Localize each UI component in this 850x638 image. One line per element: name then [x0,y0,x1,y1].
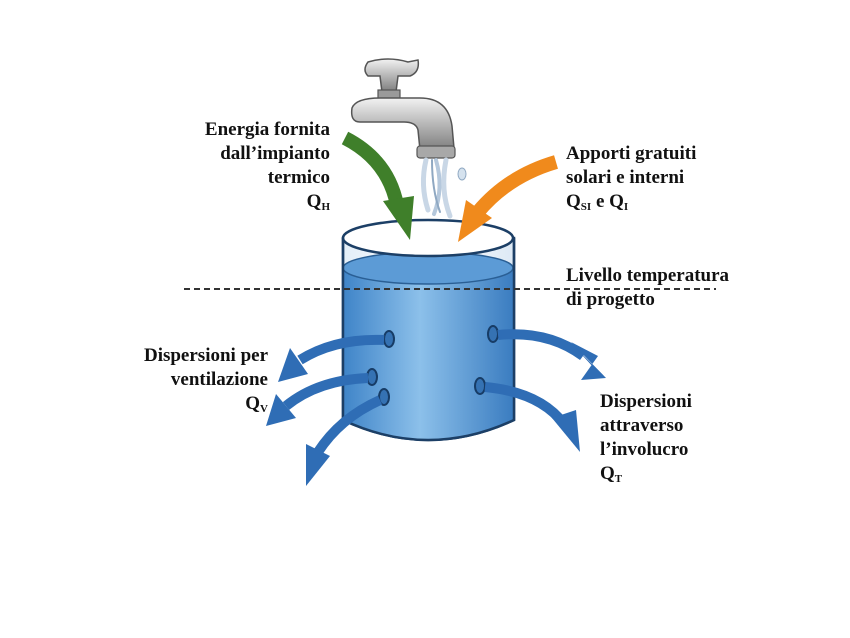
level-label: Livello temperatura di progetto [566,264,766,312]
envelope-label: Dispersioni attraverso l’involucro QT [600,390,740,486]
gains-label-line2: solari e interni [566,167,685,188]
envelope-loss-arrows [484,329,606,452]
ventilation-label-q: QV [245,393,268,415]
ventilation-label-line1: Dispersioni per [143,345,268,366]
energy-label-line3: termico [267,167,330,188]
water-stream-icon [420,157,467,219]
envelope-label-line3: l’involucro [600,439,689,460]
ventilation-label: Dispersioni per ventilazione QV [96,344,268,416]
energy-input-arrow [341,131,414,240]
level-label-line1: Livello temperatura [566,265,730,286]
energy-label-line1: Energia fornita [204,119,330,140]
level-label-line2: di progetto [566,289,655,310]
ventilation-loss-arrows [266,334,385,486]
free-gains-arrow [458,155,559,242]
gains-label-q: QSI e QI [566,191,629,213]
envelope-label-line1: Dispersioni [600,391,692,412]
energy-label-line2: dall’impianto [220,143,330,164]
ventilation-label-line2: ventilazione [170,369,268,390]
faucet-icon [350,58,456,159]
envelope-label-q: QT [600,463,623,485]
energy-label: Energia fornita dall’impianto termico QH [160,118,330,214]
energy-label-q: QH [306,191,330,213]
gains-label-line1: Apporti gratuiti [566,143,697,164]
envelope-label-line2: attraverso [600,415,684,436]
gains-label: Apporti gratuiti solari e interni QSI e … [566,142,746,214]
